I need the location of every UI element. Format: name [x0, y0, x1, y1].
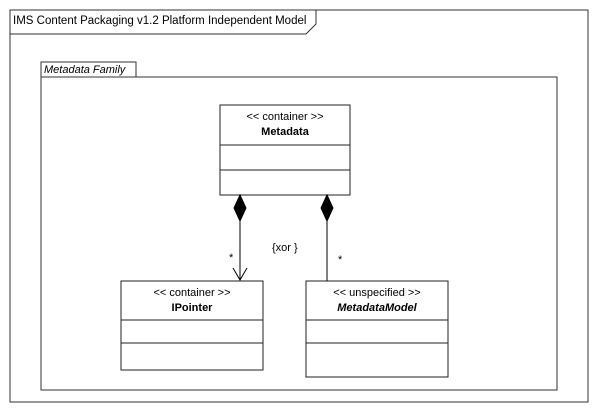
xor-constraint-label: {xor }	[272, 242, 298, 254]
class-name: IPointer	[172, 302, 214, 314]
class-stereotype: << container >>	[246, 111, 323, 123]
class-name: MetadataModel	[337, 302, 417, 314]
multiplicity-label: *	[229, 252, 234, 264]
composition-metadata-metadata-model[interactable]: *	[320, 193, 343, 281]
frame-title: IMS Content Packaging v1.2 Platform Inde…	[13, 15, 306, 27]
multiplicity-label: *	[338, 254, 343, 266]
navigability-arrow-icon	[232, 267, 248, 281]
class-name: Metadata	[261, 126, 310, 138]
class-box	[305, 280, 449, 378]
class-box	[219, 104, 351, 196]
class-stereotype: << unspecified >>	[333, 287, 420, 299]
class-metadata-model[interactable]: << unspecified >> MetadataModel	[305, 280, 449, 378]
class-ipointer[interactable]: << container >> IPointer	[120, 280, 264, 371]
composition-metadata-ipointer[interactable]: *	[229, 193, 248, 281]
frame-title-tab	[9, 9, 317, 35]
class-metadata[interactable]: << container >> Metadata	[219, 104, 351, 196]
package-title: Metadata Family	[44, 64, 127, 76]
class-box	[120, 280, 264, 371]
class-stereotype: << container >>	[153, 287, 230, 299]
